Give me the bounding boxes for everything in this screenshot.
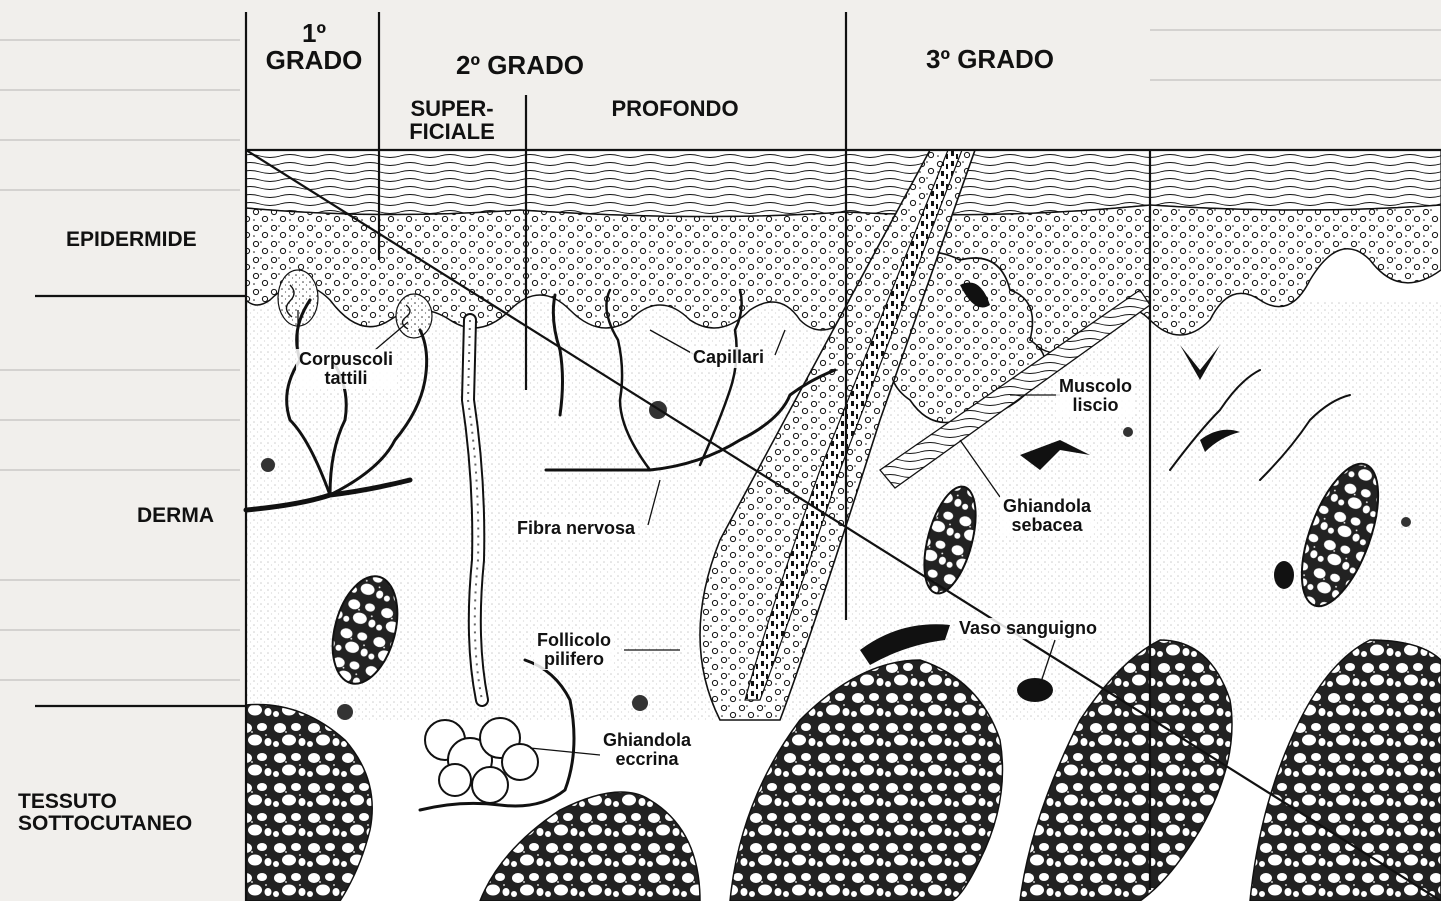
label-fibra-nervosa: Fibra nervosa [514,518,638,539]
skin-cross-section [246,150,1441,901]
label-ghiandola-ecc-line2: eccrina [603,750,691,769]
layer-tessuto-line2: SOTTOCUTANEO [18,813,192,835]
layer-derma: DERMA [137,505,214,527]
label-ghiandola-seb-line1: Ghiandola [1003,497,1091,516]
header-superficiale: SUPER- FICIALE [384,97,520,143]
layer-tessuto-line1: TESSUTO [18,791,192,813]
header-grade1: 1º GRADO [250,20,378,75]
header-grade2: 2º GRADO [400,52,640,79]
label-ghiandola-seb-line2: sebacea [1003,516,1091,535]
label-ghiandola-ecc-line1: Ghiandola [603,731,691,750]
header-superficiale-line2: FICIALE [384,120,520,143]
layer-tessuto: TESSUTO SOTTOCUTANEO [18,791,192,835]
label-corpuscoli-tattili: Corpuscoli tattili [296,349,396,389]
header-superficiale-line1: SUPER- [384,97,520,120]
label-capillari: Capillari [690,347,767,368]
header-grade1-number: 1º [250,20,378,47]
label-vaso-sanguigno: Vaso sanguigno [956,618,1100,639]
label-follicolo-line2: pilifero [537,650,611,669]
label-follicolo-line1: Follicolo [537,631,611,650]
label-muscolo-liscio: Muscolo liscio [1056,376,1135,416]
label-follicolo-pilifero: Follicolo pilifero [534,630,614,670]
label-corpuscoli-line1: Corpuscoli [299,350,393,369]
label-ghiandola-sebacea: Ghiandola sebacea [1000,496,1094,536]
label-ghiandola-eccrina: Ghiandola eccrina [600,730,694,770]
header-grade3: 3º GRADO [880,46,1100,73]
header-profondo: PROFONDO [570,97,780,120]
header-grade1-word: GRADO [250,47,378,74]
label-muscolo-line1: Muscolo [1059,377,1132,396]
label-corpuscoli-line2: tattili [299,369,393,388]
label-muscolo-line2: liscio [1059,396,1132,415]
layer-epidermide: EPIDERMIDE [66,229,197,251]
